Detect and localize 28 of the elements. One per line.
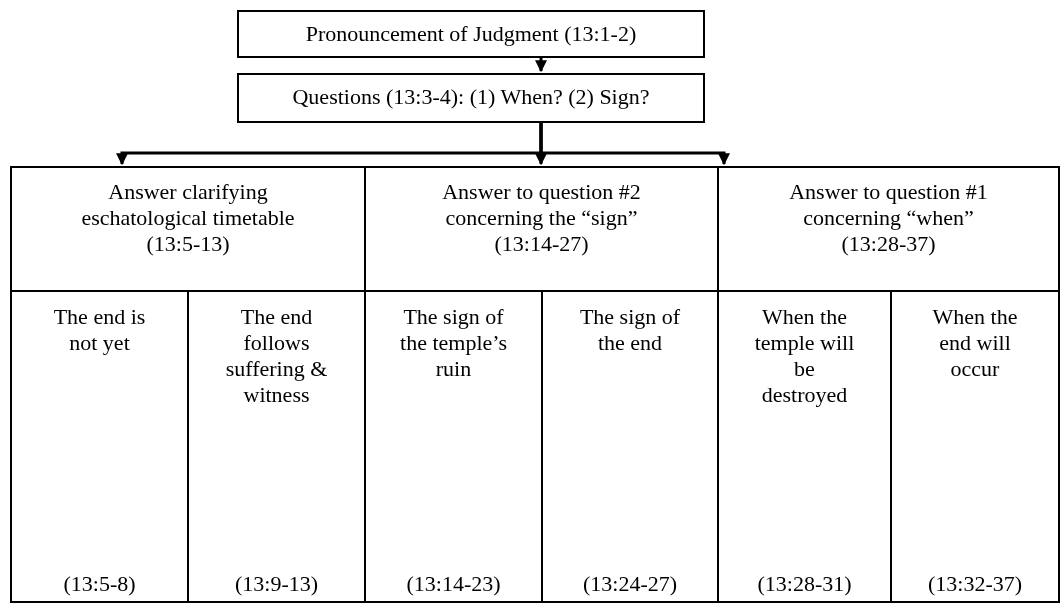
arrow [535,58,547,73]
cell-text: The end follows suffering & witness [224,303,329,408]
verse-reference: (13:5-13) [145,231,231,257]
verse-reference: (13:28-37) [840,231,937,257]
cell-text: The sign of the temple’s ruin [399,303,508,382]
header-text: Answer to question #1 concerning “when” [788,178,989,231]
text-box [237,73,705,123]
cell-text: When the end will occur [931,303,1019,382]
verse-reference: (13:9-13) [233,571,320,597]
box-label: Questions (13:3-4): (1) When? (2) Sign? [291,83,651,110]
header-text: Answer to question #2 concerning the “sign” [441,178,642,231]
text-box [237,10,705,58]
verse-reference: (13:14-23) [405,571,502,597]
cell-text: The end is not yet [52,303,147,356]
arrow [539,123,730,166]
table-header-cell [717,166,1060,292]
verse-reference: (13:24-27) [581,571,679,597]
cell-text: The sign of the end [578,303,682,356]
header-text: Answer clarifying eschatological timetable [80,178,296,231]
verse-reference: (13:32-37) [926,571,1024,597]
table-header-cell [10,166,366,292]
cell-text: When the temple will be destroyed [753,303,856,408]
table-cell [10,290,189,603]
table-cell [890,290,1060,603]
verse-reference: (13:14-27) [493,231,590,257]
verse-reference: (13:28-31) [756,571,853,597]
box-label: Pronouncement of Judgment (13:1-2) [304,20,638,47]
verse-reference: (13:5-8) [62,571,137,597]
